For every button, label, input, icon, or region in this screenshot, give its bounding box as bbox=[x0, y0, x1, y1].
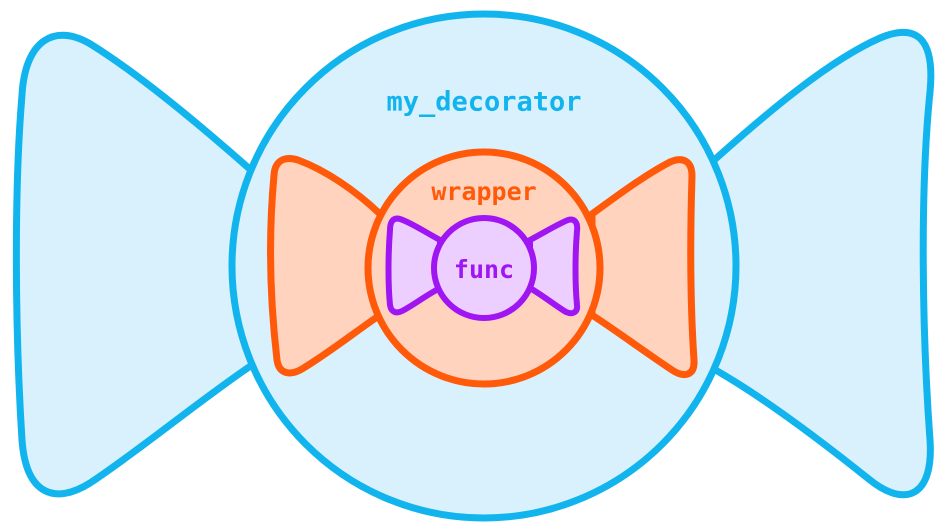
outer-candy-right-wing bbox=[712, 32, 931, 494]
outer-candy-left-wing bbox=[16, 35, 252, 494]
outer-candy-label: my_decorator bbox=[386, 87, 581, 118]
middle-candy-label: wrapper bbox=[431, 177, 536, 206]
inner-candy-label: func bbox=[454, 255, 514, 284]
inner-candy-func: func bbox=[389, 218, 578, 318]
